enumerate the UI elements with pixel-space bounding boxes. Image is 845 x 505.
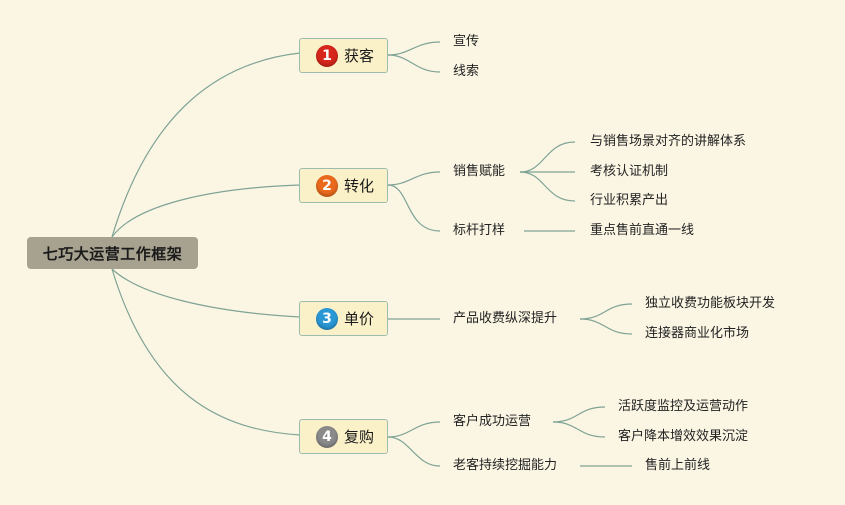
connector-b2-sub-1 xyxy=(387,171,441,186)
sub-node[interactable]: 老客持续挖掘能力 xyxy=(453,458,558,473)
leaf-node[interactable]: 宣传 xyxy=(453,34,480,49)
connector-b2s1-leaf-1 xyxy=(519,141,576,173)
connector-b2-sub-2 xyxy=(387,184,441,232)
branch-label: 转化 xyxy=(344,177,375,195)
root-label: 七巧大运营工作框架 xyxy=(42,244,183,263)
connector-b1-leaf-2 xyxy=(387,54,441,73)
sub-node[interactable]: 客户成功运营 xyxy=(453,414,532,429)
leaf-node[interactable]: 独立收费功能板块开发 xyxy=(645,296,776,311)
sub-node[interactable]: 标杆打样 xyxy=(453,223,506,238)
leaf-node[interactable]: 行业积累产出 xyxy=(590,193,669,208)
branch-node-repurchase[interactable]: 4 复购 xyxy=(299,419,388,454)
leaf-node[interactable]: 售前上前线 xyxy=(645,458,711,473)
connector-b1-leaf-1 xyxy=(387,41,441,56)
sub-node[interactable]: 产品收费纵深提升 xyxy=(453,311,558,326)
connector-root-branch-4 xyxy=(111,268,301,436)
number-2-icon: 2 xyxy=(316,174,338,197)
connector-root-branch-3 xyxy=(111,268,301,318)
connector-root-branch-1 xyxy=(111,52,301,238)
connector-b4-sub-1 xyxy=(387,421,441,438)
branch-label: 复购 xyxy=(344,428,375,446)
leaf-node[interactable]: 考核认证机制 xyxy=(590,164,669,179)
connector-b4-sub-2 xyxy=(387,436,441,467)
leaf-node[interactable]: 连接器商业化市场 xyxy=(645,326,750,341)
branch-node-acquisition[interactable]: 1 获客 xyxy=(299,38,388,73)
number-3-icon: 3 xyxy=(316,307,338,330)
leaf-node[interactable]: 与销售场景对齐的讲解体系 xyxy=(590,134,747,149)
sub-node[interactable]: 销售赋能 xyxy=(453,164,506,179)
branch-node-unit-price[interactable]: 3 单价 xyxy=(299,301,388,336)
connector-b4s1-leaf-1 xyxy=(552,406,606,423)
branch-node-conversion[interactable]: 2 转化 xyxy=(299,168,388,203)
leaf-node[interactable]: 线索 xyxy=(453,64,480,79)
branch-label: 单价 xyxy=(344,310,375,328)
connector-root-branch-2 xyxy=(111,184,301,238)
connector-b4s1-leaf-2 xyxy=(552,421,606,438)
connector-b2s1-leaf-3 xyxy=(519,171,576,202)
leaf-node[interactable]: 活跃度监控及运营动作 xyxy=(618,399,749,414)
connector-b3s1-leaf-2 xyxy=(579,318,633,335)
root-node[interactable]: 七巧大运营工作框架 xyxy=(27,237,198,269)
number-1-icon: 1 xyxy=(316,44,338,67)
leaf-node[interactable]: 客户降本增效效果沉淀 xyxy=(618,429,749,444)
number-4-icon: 4 xyxy=(316,425,338,448)
connector-b3s1-leaf-1 xyxy=(579,303,633,320)
branch-label: 获客 xyxy=(344,47,375,65)
leaf-node[interactable]: 重点售前直通一线 xyxy=(590,223,695,238)
